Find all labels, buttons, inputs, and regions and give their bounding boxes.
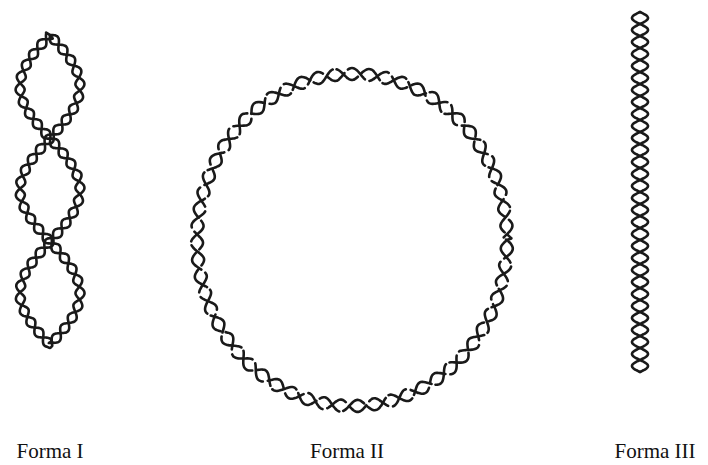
circular-dna-strand [191,69,511,412]
linear-dna-strand [632,12,648,372]
circular-dna-strand [192,68,513,412]
supercoiled-dna-strand [16,35,85,343]
linear-dna-strand [632,12,648,372]
form-label: Forma I [16,440,83,463]
supercoiled-dna-strand [16,33,84,348]
form-label: Forma II [310,440,384,463]
form-label: Forma III [614,440,695,463]
